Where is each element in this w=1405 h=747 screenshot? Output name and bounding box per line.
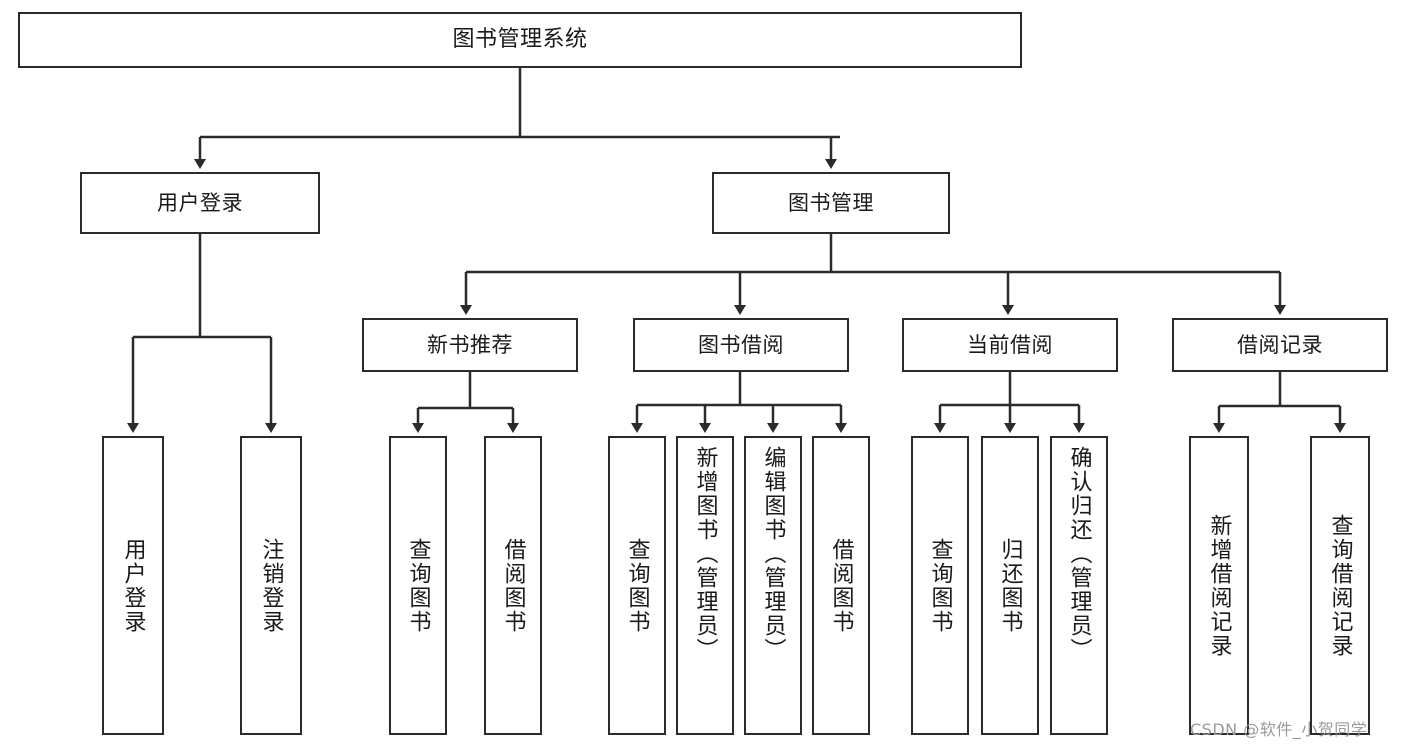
node-leaf-borrow-book-2[interactable]: 借阅图书 [812,436,870,735]
node-leaf-confirm-return-admin-label: 确认归还（管理员） [1066,446,1092,662]
node-new-book-recommend-label: 新书推荐 [427,332,513,357]
node-leaf-query-book-2-label: 查询图书 [624,537,650,634]
node-borrow-record[interactable]: 借阅记录 [1172,318,1388,372]
node-leaf-borrow-book-1[interactable]: 借阅图书 [484,436,542,735]
node-leaf-borrow-book-2-label: 借阅图书 [828,537,854,634]
node-new-book-recommend[interactable]: 新书推荐 [362,318,578,372]
node-leaf-query-borrow-record[interactable]: 查询借阅记录 [1310,436,1370,735]
csdn-watermark: CSDN @软件_小贺同学 [1190,720,1368,739]
node-leaf-edit-book-admin[interactable]: 编辑图书（管理员） [744,436,802,735]
node-book-borrow-label: 图书借阅 [698,332,784,357]
node-book-manage[interactable]: 图书管理 [712,172,950,234]
node-leaf-query-book-3[interactable]: 查询图书 [911,436,969,735]
node-root[interactable]: 图书管理系统 [18,12,1022,68]
node-leaf-query-book-3-label: 查询图书 [927,537,953,634]
node-leaf-borrow-book-1-label: 借阅图书 [500,537,526,634]
node-leaf-logout-login[interactable]: 注销登录 [240,436,302,735]
node-leaf-add-borrow-record[interactable]: 新增借阅记录 [1189,436,1249,735]
node-current-borrow-label: 当前借阅 [967,332,1053,357]
node-current-borrow[interactable]: 当前借阅 [902,318,1118,372]
node-leaf-confirm-return-admin[interactable]: 确认归还（管理员） [1050,436,1108,735]
node-leaf-add-book-admin[interactable]: 新增图书（管理员） [676,436,734,735]
node-leaf-return-book[interactable]: 归还图书 [981,436,1039,735]
node-leaf-add-book-admin-label: 新增图书（管理员） [692,446,718,662]
node-user-login[interactable]: 用户登录 [80,172,320,234]
node-leaf-query-book-2[interactable]: 查询图书 [608,436,666,735]
node-leaf-user-login-label: 用户登录 [120,537,146,634]
node-leaf-return-book-label: 归还图书 [997,537,1023,634]
node-root-label: 图书管理系统 [452,27,588,53]
node-leaf-query-book-1-label: 查询图书 [405,537,431,634]
node-leaf-query-borrow-record-label: 查询借阅记录 [1327,513,1353,658]
node-book-manage-label: 图书管理 [788,190,874,215]
node-leaf-logout-login-label: 注销登录 [258,537,284,634]
node-book-borrow[interactable]: 图书借阅 [633,318,849,372]
node-leaf-edit-book-admin-label: 编辑图书（管理员） [760,446,786,662]
node-leaf-user-login[interactable]: 用户登录 [102,436,164,735]
node-leaf-add-borrow-record-label: 新增借阅记录 [1206,513,1232,658]
node-borrow-record-label: 借阅记录 [1237,332,1323,357]
node-leaf-query-book-1[interactable]: 查询图书 [389,436,447,735]
node-user-login-label: 用户登录 [157,190,243,215]
